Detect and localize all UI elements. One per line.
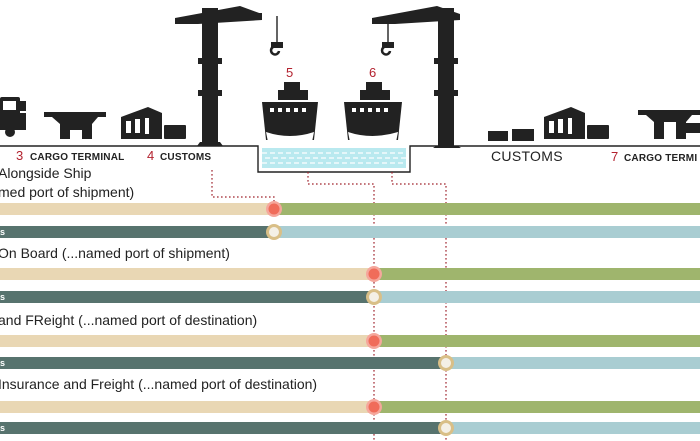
cargo-terminal-icon <box>638 110 700 139</box>
crane-icon <box>175 6 283 146</box>
seller-risk-bar <box>0 335 374 347</box>
container-stack-icon <box>488 129 534 141</box>
cost-bar-label: s <box>0 292 5 302</box>
warehouse-icon <box>544 107 609 139</box>
cargo-terminal-icon <box>44 112 106 139</box>
term-title: On Board (...named port of shipment) <box>0 245 230 261</box>
crane-icon <box>372 6 461 148</box>
buyer-risk-bar <box>374 268 700 280</box>
seller-risk-bar <box>0 268 374 280</box>
seller-risk-bar <box>0 203 274 215</box>
water <box>262 148 406 168</box>
stage-6-number: 6 <box>369 65 376 80</box>
term-row-cfr: and FReight (...named port of destinatio… <box>0 312 700 371</box>
truck-icon <box>0 97 26 137</box>
buyer-risk-bar <box>374 335 700 347</box>
term-row-fob: On Board (...named port of shipment) s <box>0 245 700 305</box>
customs-destination-label: CUSTOMS <box>491 148 563 164</box>
seller-cost-bar <box>0 226 274 238</box>
cost-bar-label: s <box>0 358 5 368</box>
stage-3-number: 3 <box>16 148 23 163</box>
connector-lines <box>211 170 447 441</box>
term-title: and FReight (...named port of destinatio… <box>0 312 257 328</box>
stage-labels: 3 CARGO TERMINAL 4 CUSTOMS 5 6 CUSTOMS 7… <box>16 65 697 164</box>
stage-4-label: CUSTOMS <box>160 152 211 163</box>
stage-7-number: 7 <box>611 149 618 164</box>
cost-bar-label: s <box>0 227 5 237</box>
term-subtitle: med port of shipment) <box>0 184 134 200</box>
stage-4-number: 4 <box>147 148 154 163</box>
stage-7-label: CARGO TERMI <box>624 153 697 164</box>
seller-cost-bar <box>0 291 374 303</box>
cost-bar-label: s <box>0 423 5 433</box>
seller-cost-bar <box>0 357 446 369</box>
buyer-cost-bar <box>274 226 700 238</box>
buyer-cost-bar <box>446 422 700 434</box>
seller-risk-bar <box>0 401 374 413</box>
ship-icon <box>344 82 402 146</box>
term-row-cif: Insurance and Freight (...named port of … <box>0 376 700 436</box>
term-title: Alongside Ship <box>0 165 92 181</box>
term-title: Insurance and Freight (...named port of … <box>0 376 317 392</box>
buyer-cost-bar <box>374 291 700 303</box>
buyer-risk-bar <box>274 203 700 215</box>
seller-cost-bar <box>0 422 446 434</box>
stage-3-label: CARGO TERMINAL <box>30 152 124 163</box>
warehouse-icon <box>121 107 186 139</box>
stage-5-number: 5 <box>286 65 293 80</box>
term-row-fas: Alongside Ship med port of shipment) s <box>0 165 700 240</box>
buyer-risk-bar <box>374 401 700 413</box>
buyer-cost-bar <box>446 357 700 369</box>
port-illustration <box>0 6 700 173</box>
ship-icon <box>262 82 318 146</box>
